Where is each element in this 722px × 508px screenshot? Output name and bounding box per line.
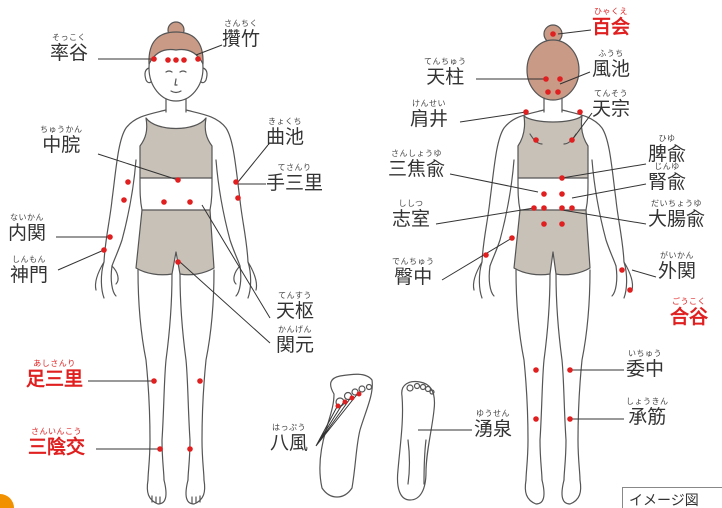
point-label-kangen: かんげん 関元 [276, 326, 314, 355]
point-furigana: きょくち [268, 118, 302, 126]
point-label-tenchu: てんちゅう 天柱 [424, 58, 467, 87]
point-furigana: ひゃくえ [594, 8, 628, 16]
point-name: 三焦兪 [388, 160, 445, 179]
point-name: 湧泉 [474, 420, 512, 439]
point-label-tesanri: てさんり 手三里 [266, 164, 323, 193]
point-name: 委中 [626, 360, 664, 379]
point-name: 合谷 [670, 308, 708, 327]
point-furigana: ふうち [598, 50, 624, 58]
point-furigana: さんいんこう [31, 428, 82, 436]
point-furigana: ちゅうかん [40, 126, 83, 134]
point-label-yusen: ゆうせん 湧泉 [474, 410, 512, 439]
point-name: 攢竹 [222, 30, 260, 49]
point-name: 足三里 [26, 370, 83, 389]
point-name: 中脘 [42, 136, 80, 155]
point-name: 大腸兪 [648, 210, 705, 229]
point-furigana: でんちゅう [392, 258, 435, 266]
point-label-goukoku: ごうこく 合谷 [670, 298, 708, 327]
point-furigana: ゆうせん [476, 410, 510, 418]
point-label-gaikan: がいかん 外関 [658, 252, 696, 281]
point-label-hyakue: ひゃくえ 百会 [592, 8, 630, 37]
point-furigana: さんしょうゆ [391, 150, 442, 158]
point-furigana: しんもん [12, 256, 46, 264]
point-label-kensei: けんせい 肩井 [410, 100, 448, 129]
point-name: 外関 [658, 262, 696, 281]
point-label-sanninko: さんいんこう 三陰交 [28, 428, 85, 457]
point-furigana: かんげん [278, 326, 312, 334]
point-label-happu: はっぷう 八風 [270, 424, 308, 453]
point-name: 三陰交 [28, 438, 85, 457]
point-label-hiyu: ひゆ 脾兪 [648, 135, 686, 164]
point-name: 手三里 [266, 174, 323, 193]
point-name: 関元 [276, 336, 314, 355]
point-label-daichoyu: だいちょうゆ 大腸兪 [648, 200, 705, 229]
point-label-ashisanri: あしさんり 足三里 [26, 360, 83, 389]
point-name: 臀中 [394, 268, 432, 287]
point-label-sanshoyu: さんしょうゆ 三焦兪 [388, 150, 445, 179]
point-label-naikan: ないかん 内関 [8, 214, 46, 243]
point-name: 天柱 [426, 68, 464, 87]
feet-figures [320, 374, 435, 500]
point-label-sanchiku: さんちく 攢竹 [222, 20, 260, 49]
point-furigana: ししつ [398, 200, 423, 208]
point-label-shokin: しょうきん 承筋 [626, 398, 669, 427]
image-caption: イメージ図 [622, 487, 722, 508]
point-name: 天枢 [276, 302, 314, 321]
point-name: 肩井 [410, 110, 448, 129]
point-name: 曲池 [266, 128, 304, 147]
point-furigana: しょうきん [626, 398, 669, 406]
point-label-denchu: でんちゅう 臀中 [392, 258, 435, 287]
point-name: 神門 [10, 266, 48, 285]
point-label-tensu: てんすう 天枢 [276, 292, 314, 321]
point-furigana: そっこく [52, 34, 86, 42]
point-furigana: いちゅう [628, 350, 662, 358]
point-name: 承筋 [628, 408, 666, 427]
point-furigana: ごうこく [672, 298, 706, 306]
point-label-ichu: いちゅう 委中 [626, 350, 664, 379]
point-label-fuchi: ふうち 風池 [592, 50, 630, 79]
point-label-sokkoku: そっこく 率谷 [50, 34, 88, 63]
point-furigana: てんすう [278, 292, 312, 300]
point-furigana: じんゆ [654, 163, 680, 171]
point-furigana: ひゆ [659, 135, 676, 143]
point-furigana: だいちょうゆ [651, 200, 702, 208]
point-label-kyokuchi: きょくち 曲池 [266, 118, 304, 147]
point-name: 天宗 [592, 100, 630, 119]
point-label-shinmon: しんもん 神門 [10, 256, 48, 285]
point-name: 風池 [592, 60, 630, 79]
point-furigana: あしさんり [33, 360, 76, 368]
point-furigana: てんそう [594, 90, 628, 98]
point-name: 腎兪 [648, 173, 686, 192]
point-furigana: さんちく [224, 20, 258, 28]
point-label-chukan: ちゅうかん 中脘 [40, 126, 83, 155]
point-furigana: てさんり [278, 164, 312, 172]
point-name: 八風 [270, 434, 308, 453]
point-label-jinyu: じんゆ 腎兪 [648, 163, 686, 192]
point-name: 百会 [592, 18, 630, 37]
point-label-tenso: てんそう 天宗 [592, 90, 630, 119]
point-name: 内関 [8, 224, 46, 243]
point-furigana: はっぷう [272, 424, 306, 432]
point-furigana: がいかん [660, 252, 694, 260]
point-furigana: けんせい [412, 100, 446, 108]
point-furigana: てんちゅう [424, 58, 467, 66]
point-furigana: ないかん [10, 214, 44, 222]
point-name: 率谷 [50, 44, 88, 63]
point-name: 志室 [392, 210, 430, 229]
point-label-shishitsu: ししつ 志室 [392, 200, 430, 229]
